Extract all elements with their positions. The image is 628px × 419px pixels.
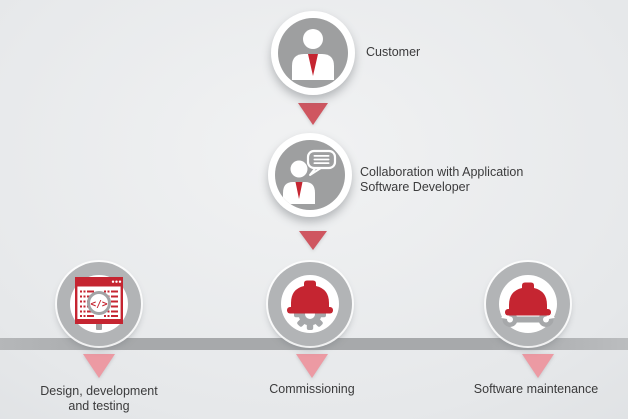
person-icon xyxy=(278,18,348,88)
collaboration-node xyxy=(268,133,352,217)
maintenance-node xyxy=(486,262,570,346)
collaboration-label: Collaboration with Application Software … xyxy=(360,165,523,194)
maintenance-label: Software maintenance xyxy=(473,382,599,396)
design-label: Design, development and testing xyxy=(19,384,179,414)
customer-label: Customer xyxy=(366,45,421,59)
design-label-line2: and testing xyxy=(68,399,130,413)
arrow-down-icon xyxy=(83,354,115,378)
commissioning-node xyxy=(268,262,352,346)
collaboration-label-line1: Collaboration with Application xyxy=(360,165,524,179)
customer-node xyxy=(271,11,355,95)
code-glyph: </> xyxy=(90,299,107,310)
hardhat-wrench-icon xyxy=(499,275,557,333)
arrow-down-icon xyxy=(522,354,554,378)
arrow-down-icon xyxy=(299,231,327,250)
design-node: </> xyxy=(57,262,141,346)
collaboration-label-line2: Software Developer xyxy=(360,179,470,194)
arrow-down-icon xyxy=(296,354,328,378)
person-speech-bubble-icon xyxy=(275,140,345,210)
commissioning-label: Commissioning xyxy=(269,382,355,396)
arrow-down-icon xyxy=(298,103,328,125)
code-window-magnifier-icon: </> xyxy=(70,275,128,333)
hardhat-gear-icon xyxy=(281,275,339,333)
design-label-line1: Design, development xyxy=(40,384,158,398)
